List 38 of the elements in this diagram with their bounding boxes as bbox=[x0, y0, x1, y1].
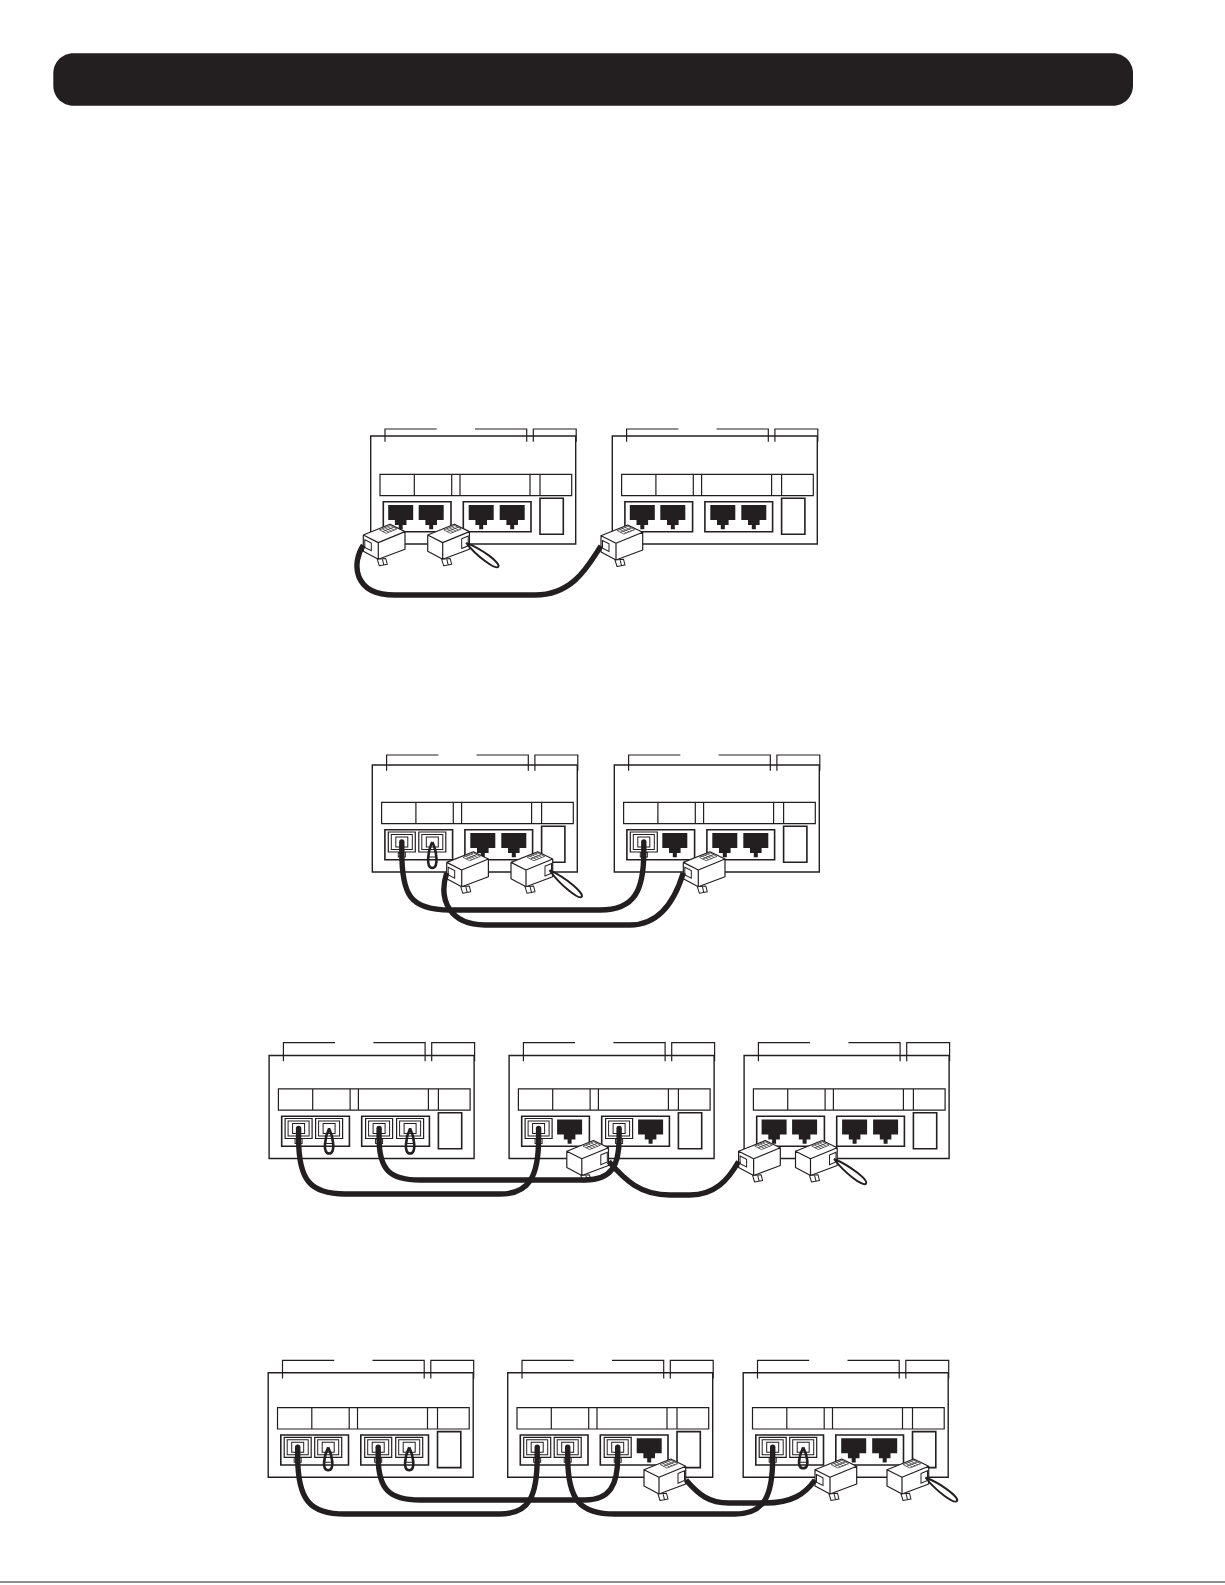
fiber-port bbox=[603, 1436, 632, 1463]
cable bbox=[295, 1138, 542, 1197]
fiber-port bbox=[605, 1117, 634, 1144]
fiber-port bbox=[395, 1436, 424, 1472]
fiber-port bbox=[553, 1436, 582, 1463]
cable bbox=[295, 1457, 540, 1517]
fiber-port bbox=[523, 1436, 552, 1463]
fiber-port bbox=[789, 1436, 818, 1470]
rj-plug bbox=[446, 851, 489, 894]
rj-plug bbox=[600, 524, 644, 567]
rj-plug bbox=[362, 523, 406, 567]
fiber-port bbox=[284, 1117, 313, 1144]
fiber-port bbox=[524, 1117, 553, 1144]
cable bbox=[376, 1138, 622, 1183]
rj-plug bbox=[682, 851, 726, 894]
cable bbox=[399, 851, 647, 913]
cable bbox=[354, 543, 604, 598]
rj-plug bbox=[814, 1458, 858, 1501]
loopback-plug bbox=[510, 851, 583, 899]
fiber-port bbox=[314, 1436, 343, 1472]
fiber-port bbox=[758, 1436, 787, 1463]
loopback-plug bbox=[794, 1139, 868, 1186]
fiber-port bbox=[283, 1436, 312, 1463]
rj-plug bbox=[643, 1458, 687, 1501]
fiber-port bbox=[315, 1117, 344, 1155]
rj-plug bbox=[738, 1139, 781, 1183]
cable bbox=[375, 1457, 621, 1503]
fiber-port bbox=[387, 831, 416, 858]
cable bbox=[565, 1457, 776, 1517]
fiber-port bbox=[418, 831, 447, 870]
loopback-plug bbox=[886, 1458, 959, 1503]
cable bbox=[606, 1159, 741, 1198]
fiber-port bbox=[396, 1117, 425, 1155]
loopback-plug bbox=[427, 523, 500, 569]
cable bbox=[683, 1478, 818, 1506]
fiber-port bbox=[629, 831, 658, 858]
fiber-port bbox=[364, 1436, 393, 1463]
fiber-port bbox=[365, 1117, 394, 1144]
